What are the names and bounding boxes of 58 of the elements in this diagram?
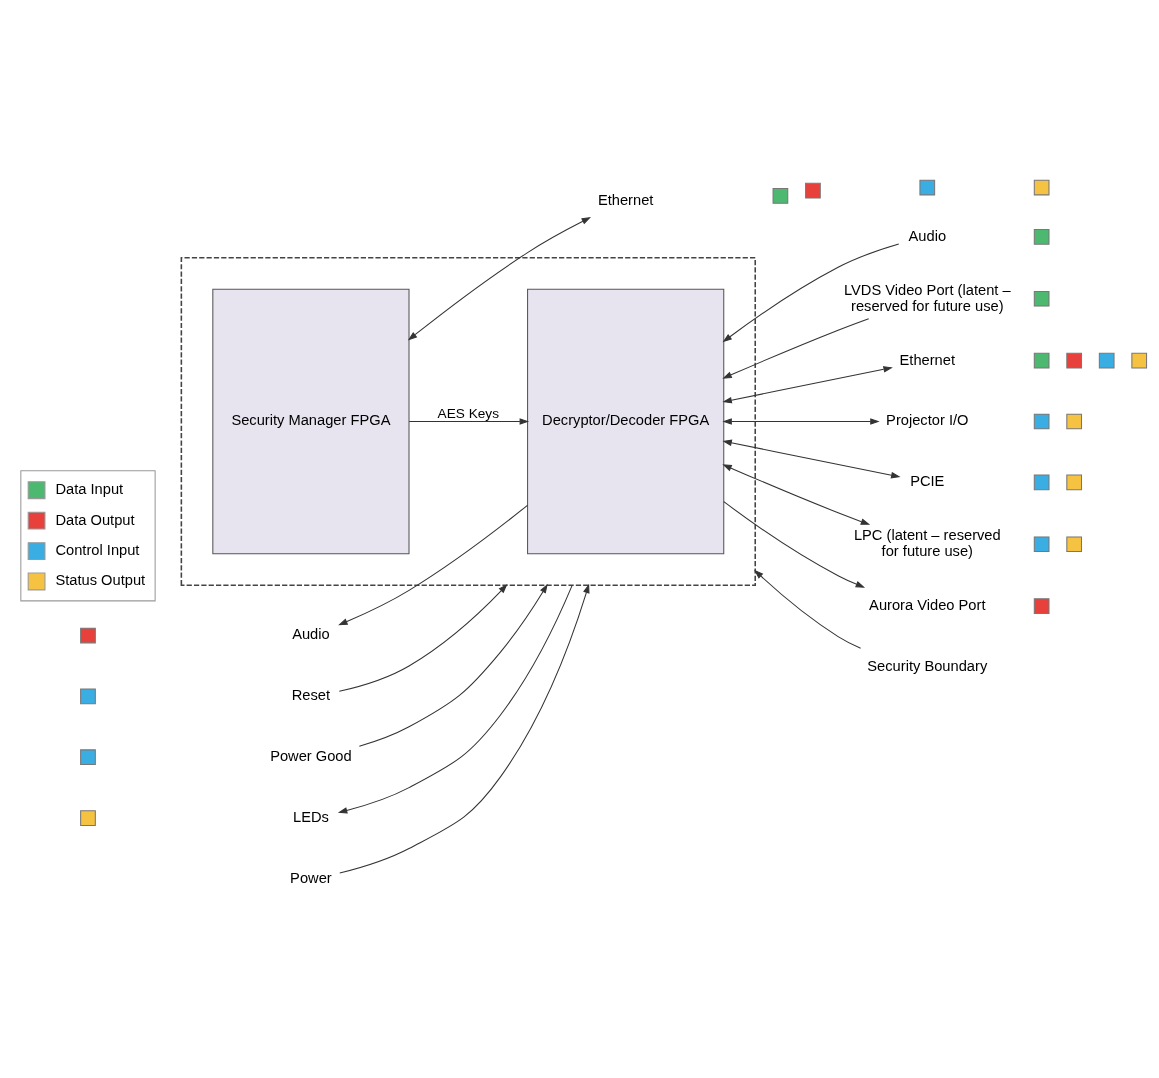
node-text: LVDS Video Port (latent – reserved for future use) [843,281,1011,314]
node-text: Reset [291,687,331,704]
node-box [772,188,789,204]
node-text: Security Boundary [867,657,988,674]
arrow [722,243,900,343]
node-box [919,179,936,196]
node-box [1033,352,1050,369]
node-box [1033,179,1050,196]
node-box [80,810,96,826]
node-box [1033,598,1050,614]
node-box [1066,352,1083,369]
arrow [338,584,508,692]
node-box: Decryptor/Decoder FPGA [527,288,725,555]
arrow [722,439,901,479]
node-box [1033,474,1050,491]
arrow [408,418,530,425]
node-box [1066,413,1083,430]
node-box [1033,536,1050,553]
node-text: PCIE [910,473,945,490]
node-text: Power Good [270,748,352,765]
node-text: Audio [292,626,330,643]
legend-label: Data Output [55,511,135,528]
node-text: Projector I/O [886,412,969,429]
cluster [180,257,756,586]
node-box [1066,536,1083,553]
arrow [723,501,866,588]
legend-label: Control Input [55,541,140,558]
node-box [1098,352,1115,369]
node-box [1033,229,1050,245]
node-text: LEDs [292,808,329,825]
arrow [337,584,573,814]
arrow [722,318,870,379]
arrow [722,366,893,404]
node-text: Aurora Video Port [869,597,986,614]
legend-label: Data Input [55,481,124,498]
node-box: Security Manager FPGA [212,288,410,555]
node-box [80,749,96,766]
arrow [339,583,590,874]
edge-label: AES Keys [437,405,499,421]
legend-label: Status Output [55,572,146,589]
node-text: Power [290,869,332,886]
arrow [722,464,871,525]
arrow [338,504,528,626]
node-text: Audio [908,227,947,244]
node-box [80,627,96,644]
node-box [1033,290,1050,307]
node-box [1033,413,1050,430]
node-box [805,182,821,199]
arrow [754,569,862,649]
node-box [80,688,96,705]
arrow [407,217,592,341]
arrow [358,583,548,747]
arrow [722,418,880,425]
node-box [1066,474,1083,491]
node-text: LPC (latent – reserved for future use) [853,527,1001,559]
node-text: Ethernet [597,192,654,209]
node-box [1131,352,1148,369]
node-text: Ethernet [899,351,956,368]
